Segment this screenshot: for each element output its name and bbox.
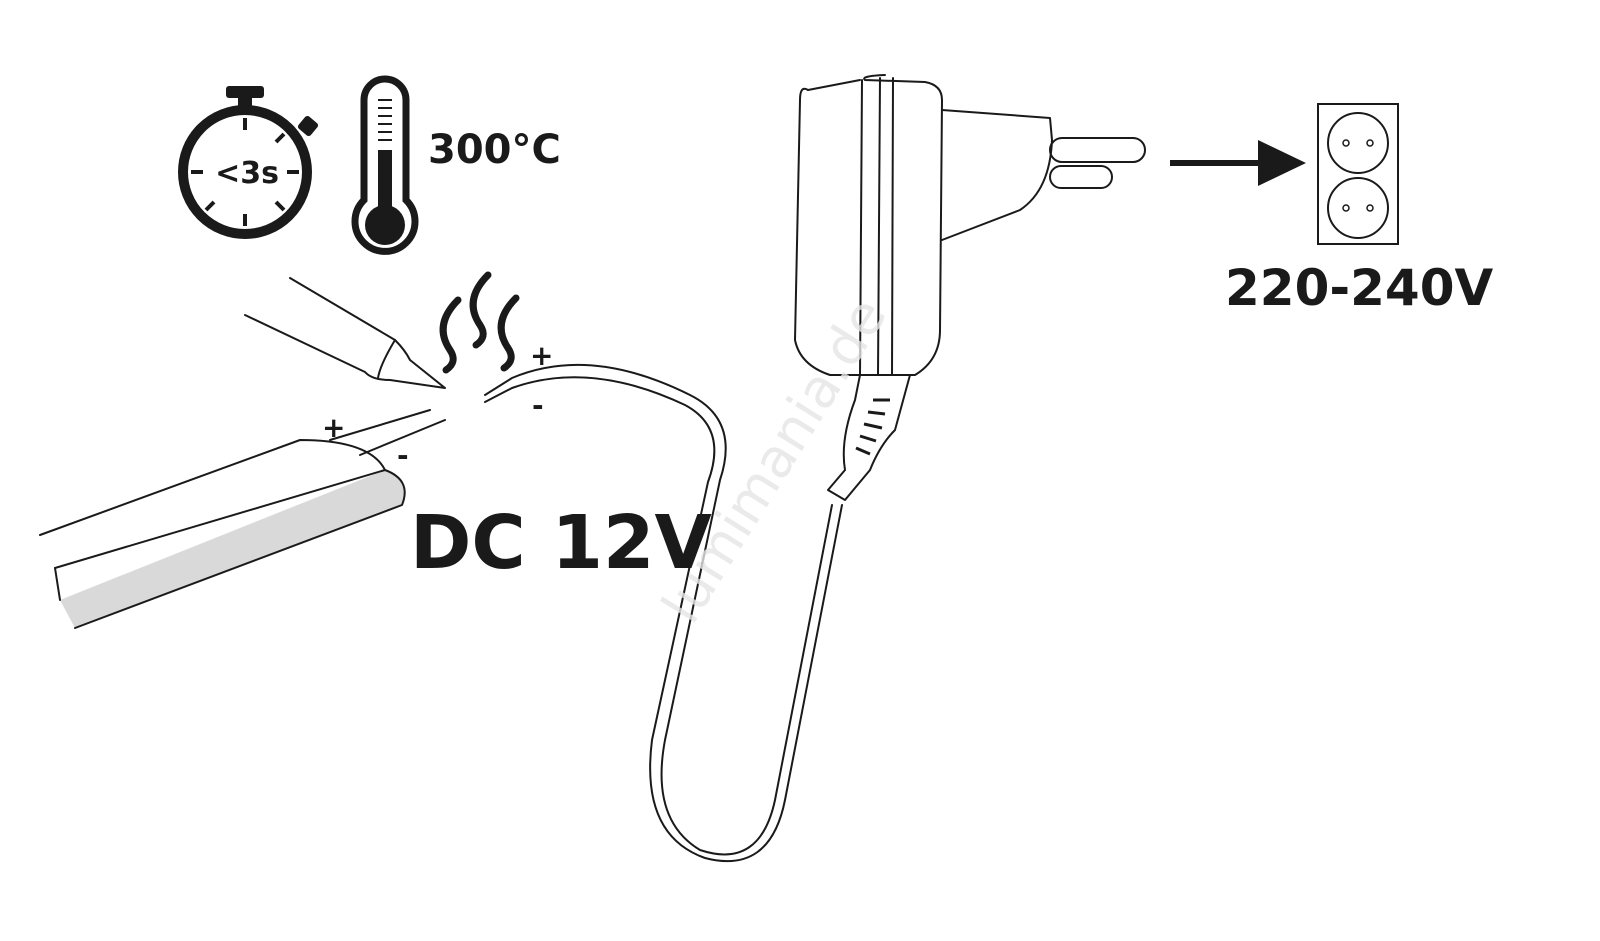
ac-voltage-label: 220-240V	[1225, 259, 1493, 317]
led-strip	[39, 409, 446, 629]
stopwatch-icon: <3s	[178, 86, 319, 239]
wire-plus-label: +	[530, 339, 553, 372]
arrow-icon	[1170, 140, 1306, 186]
power-cable	[484, 363, 843, 863]
strip-minus-label: -	[397, 439, 409, 472]
heat-waves-icon	[439, 271, 520, 374]
dc-voltage-label: DC 12V	[410, 500, 712, 586]
soldering-iron-icon	[244, 277, 446, 389]
thermometer-icon	[351, 75, 419, 255]
power-adapter	[794, 74, 1146, 501]
temperature-label: 300°C	[428, 127, 561, 173]
wall-socket-icon	[1317, 103, 1399, 245]
watermark: lumimania.de	[650, 287, 899, 634]
time-label: <3s	[215, 156, 279, 191]
wire-minus-label: -	[532, 389, 544, 422]
strip-plus-label: +	[322, 411, 345, 444]
